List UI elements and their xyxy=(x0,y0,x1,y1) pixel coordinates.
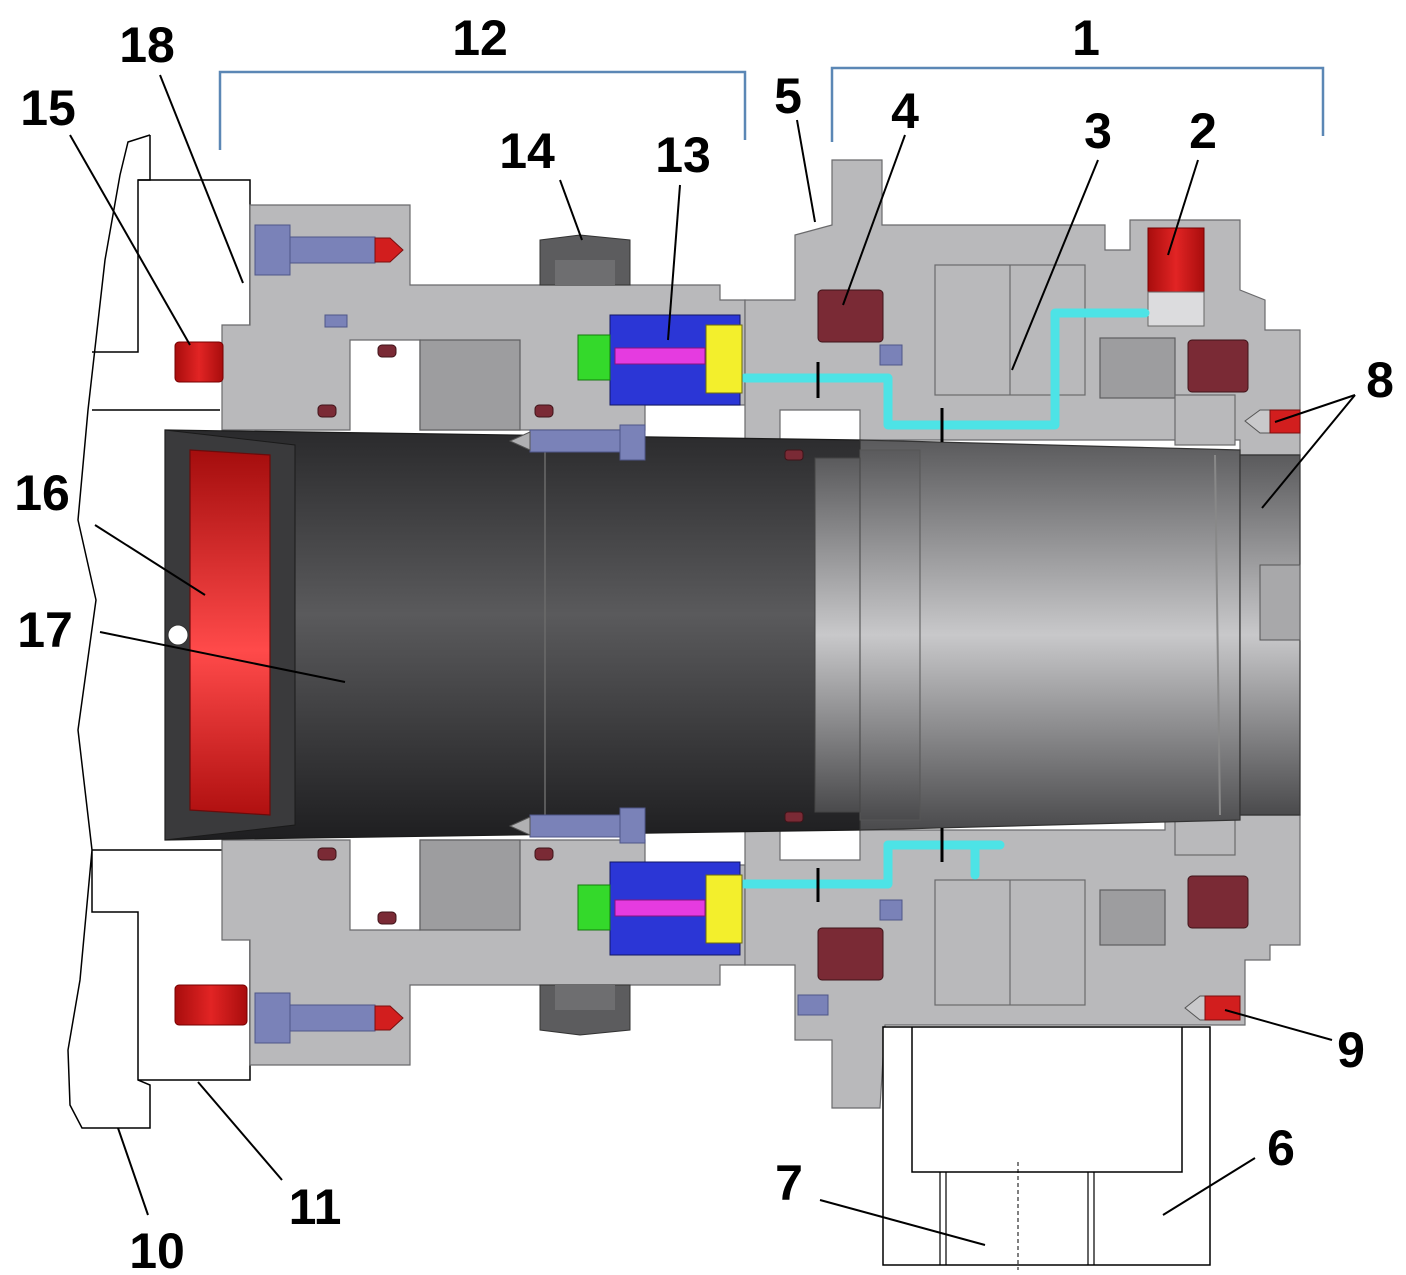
red-ring-16 xyxy=(164,429,296,841)
inner-blocks xyxy=(419,264,1236,1006)
label-5: 5 xyxy=(774,68,802,124)
seals xyxy=(317,289,1249,981)
channels xyxy=(740,308,1150,902)
label-11: 11 xyxy=(289,1179,342,1235)
label-17: 17 xyxy=(17,602,73,658)
plug-2 xyxy=(1147,227,1205,327)
label-7: 7 xyxy=(775,1155,803,1211)
pins-8-9 xyxy=(1184,409,1301,1021)
wall-outline xyxy=(67,134,251,1129)
label-2: 2 xyxy=(1189,103,1217,159)
label-6: 6 xyxy=(1267,1120,1295,1176)
valve-13 xyxy=(577,314,743,956)
box-6-7 xyxy=(882,1026,1211,1270)
pin-15 xyxy=(174,341,248,1026)
label-9: 9 xyxy=(1337,1022,1365,1078)
bracket-1 xyxy=(830,66,1325,142)
label-15: 15 xyxy=(20,80,76,136)
nut-14 xyxy=(539,234,631,1036)
label-1: 1 xyxy=(1072,10,1100,66)
label-18: 18 xyxy=(119,17,175,73)
label-10: 10 xyxy=(129,1223,185,1275)
label-4: 4 xyxy=(891,83,919,139)
label-16: 16 xyxy=(14,465,70,521)
label-3: 3 xyxy=(1084,103,1112,159)
label-12: 12 xyxy=(452,10,508,66)
label-8: 8 xyxy=(1366,352,1394,408)
label-14: 14 xyxy=(499,123,555,179)
bolts xyxy=(254,224,903,1044)
shaft xyxy=(164,429,1301,841)
label-13: 13 xyxy=(655,127,711,183)
number-labels: 1 2 3 4 5 6 7 8 9 10 11 12 13 14 15 16 1… xyxy=(14,10,1394,1275)
leader-lines xyxy=(69,74,1356,1246)
bracket-12 xyxy=(218,70,747,150)
